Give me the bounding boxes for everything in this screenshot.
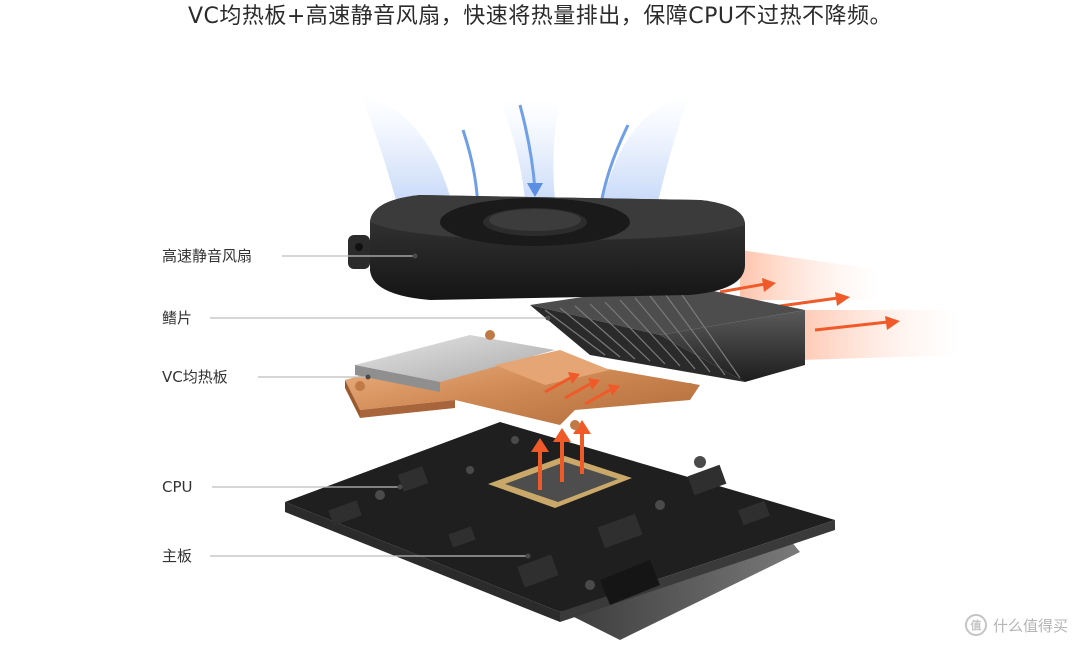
label-fins: 鳍片 [162, 309, 193, 327]
label-motherboard: 主板 [162, 547, 193, 565]
headline: VC均热板+高速静音风扇，快速将热量排出，保障CPU不过热不降频。 [187, 4, 893, 29]
cpu-heat-arrows [531, 420, 591, 490]
watermark-text: 什么值得买 [992, 616, 1068, 635]
intake-airflow [360, 95, 690, 222]
cooling-fan [348, 195, 745, 300]
label-cpu: CPU [162, 478, 193, 496]
watermark-logo-icon: 值 [964, 614, 987, 636]
exhaust-airflow [719, 250, 960, 360]
leader-lines [210, 255, 548, 557]
label-vapor-chamber: VC均热板 [162, 368, 228, 386]
watermark: 值 什么值得买 [964, 614, 1068, 636]
motherboard [285, 422, 835, 640]
label-fan: 高速静音风扇 [162, 247, 253, 265]
vapor-chamber [345, 330, 700, 430]
